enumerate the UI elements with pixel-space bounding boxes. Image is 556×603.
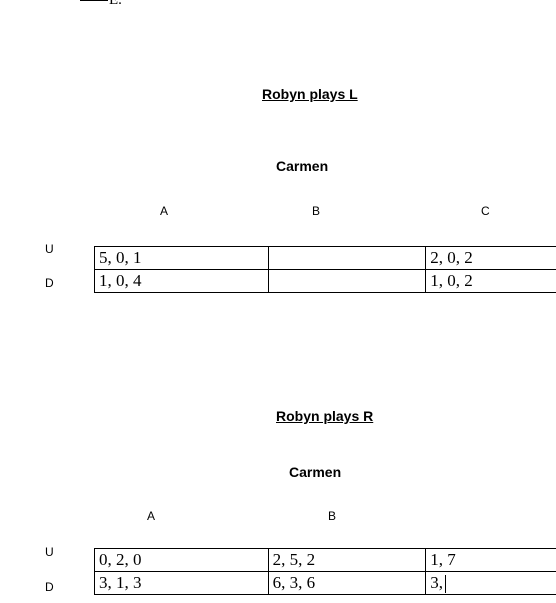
fragment-rule [80, 0, 108, 2]
payoff-cell: 5, 0, 1 [94, 246, 269, 270]
row-label-d: D [45, 580, 54, 594]
col-label-c: C [481, 204, 490, 218]
row-label-d: D [45, 276, 54, 290]
col-label-a: A [147, 509, 156, 523]
table-row: 5, 0, 1 2, 0, 2 [94, 246, 556, 270]
table-row: 1, 0, 4 1, 0, 2 [94, 269, 556, 293]
col-label-b: B [312, 204, 321, 218]
payoff-cell: 1, 7 [425, 548, 556, 572]
row-label-u: U [45, 242, 54, 256]
col-label-b: B [328, 509, 337, 523]
payoff-cell: 3, [425, 571, 556, 595]
payoff-cell: 3, 1, 3 [94, 571, 269, 595]
section-heading-r: Robyn plays R [276, 408, 374, 424]
payoff-cell [267, 269, 427, 293]
payoff-cell: 6, 3, 6 [267, 571, 427, 595]
payoff-cell: 1, 0, 2 [425, 269, 556, 293]
page-fragment: E. [80, 0, 122, 9]
row-label-u: U [45, 545, 54, 559]
section-heading-l: Robyn plays L [262, 86, 358, 102]
table-row: 3, 1, 3 6, 3, 6 3, [94, 571, 556, 595]
fragment-text: E. [109, 0, 122, 8]
player-label-l: Carmen [276, 158, 329, 174]
cell-fragment-line [445, 575, 447, 594]
payoff-cell: 2, 0, 2 [425, 246, 556, 270]
table-row: 0, 2, 0 2, 5, 2 1, 7 [94, 548, 556, 572]
payoff-cell-text: 3, [430, 573, 444, 592]
payoff-cell: 1, 0, 4 [94, 269, 269, 293]
payoff-table-r: 0, 2, 0 2, 5, 2 1, 7 3, 1, 3 6, 3, 6 3, [94, 548, 556, 595]
payoff-cell: 0, 2, 0 [94, 548, 269, 572]
payoff-cell [267, 246, 427, 270]
payoff-cell: 2, 5, 2 [267, 548, 427, 572]
payoff-table-l: 5, 0, 1 2, 0, 2 1, 0, 4 1, 0, 2 [94, 246, 556, 293]
col-label-a: A [160, 204, 169, 218]
player-label-r: Carmen [289, 464, 342, 480]
